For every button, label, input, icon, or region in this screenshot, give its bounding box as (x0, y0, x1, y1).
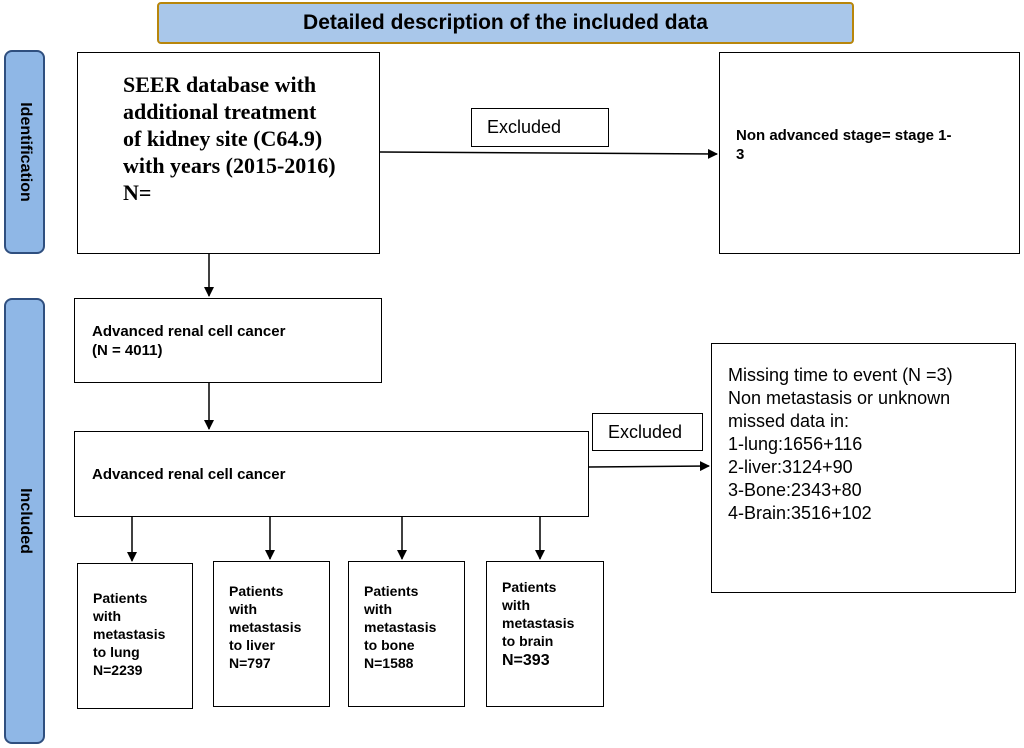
lung-line-3: metastasis (93, 626, 166, 642)
non-advanced-stage-box: Non advanced stage= stage 1- 3 (719, 52, 1020, 254)
brain-line-4: to brain (502, 633, 554, 649)
lung-line-2: with (93, 608, 121, 624)
included-tab: Included (4, 298, 45, 744)
excluded-text-top: Excluded (487, 117, 562, 137)
missing-line-5: 2-liver:3124+90 (728, 457, 853, 477)
brain-line-3: metastasis (502, 615, 575, 631)
bone-line-4: to bone (364, 637, 415, 653)
missing-line-2: Non metastasis or unknown (728, 388, 951, 408)
missing-line-1: Missing time to event (N =3) (728, 365, 953, 385)
advanced-rcc-line-1: Advanced renal cell cancer (92, 323, 286, 340)
metastasis-bone-box: Patients with metastasis to bone N=1588 (348, 561, 465, 707)
lung-line-1: Patients (93, 590, 148, 606)
identification-tab: Identification (4, 50, 45, 254)
brain-line-1: Patients (502, 579, 557, 595)
brain-line-2: with (502, 597, 530, 613)
lung-line-4: to lung (93, 644, 140, 660)
bone-line-3: metastasis (364, 619, 437, 635)
seer-line-1: SEER database with (123, 72, 317, 97)
seer-line-4: with years (2015-2016) (123, 153, 336, 178)
lung-count: N=2239 (93, 662, 143, 678)
bone-line-2: with (364, 601, 392, 617)
advanced-rcc-line-2: (N = 4011) (92, 342, 163, 359)
non-advanced-line-1: Non advanced stage= stage 1- (736, 127, 952, 144)
liver-line-3: metastasis (229, 619, 302, 635)
bone-count: N=1588 (364, 655, 414, 671)
diagram-title: Detailed description of the included dat… (157, 2, 854, 44)
missing-line-4: 1-lung:1656+116 (728, 434, 863, 454)
liver-line-1: Patients (229, 583, 284, 599)
excluded-text-bottom: Excluded (608, 422, 683, 442)
liver-line-4: to liver (229, 637, 275, 653)
excluded-label-bottom: Excluded (592, 413, 703, 451)
excluded-label-top: Excluded (471, 108, 609, 147)
arrow-to-missing (588, 461, 710, 472)
advanced-rcc-box: Advanced renal cell cancer (N = 4011) (74, 298, 382, 383)
missing-line-6: 3-Bone:2343+80 (728, 480, 862, 500)
brain-count: N=393 (502, 652, 550, 669)
non-advanced-line-2: 3 (736, 146, 745, 163)
advanced-rcc-box-2: Advanced renal cell cancer (74, 431, 589, 517)
seer-line-2: additional treatment (123, 99, 317, 124)
seer-line-5: N= (123, 180, 152, 205)
metastasis-liver-box: Patients with metastasis to liver N=797 (213, 561, 330, 707)
liver-count: N=797 (229, 655, 271, 671)
seer-database-box: SEER database with additional treatment … (77, 52, 380, 254)
seer-line-3: of kidney site (C64.9) (123, 126, 323, 151)
missing-data-box: Missing time to event (N =3) Non metasta… (711, 343, 1016, 593)
missing-line-3: missed data in: (728, 411, 850, 431)
liver-line-2: with (229, 601, 257, 617)
metastasis-lung-box: Patients with metastasis to lung N=2239 (77, 563, 193, 709)
bone-line-1: Patients (364, 583, 419, 599)
advanced-rcc-2-label: Advanced renal cell cancer (92, 466, 286, 483)
missing-line-7: 4-Brain:3516+102 (728, 503, 872, 523)
metastasis-brain-box: Patients with metastasis to brain N=393 (486, 561, 604, 707)
arrow-to-non-advanced (379, 148, 718, 159)
